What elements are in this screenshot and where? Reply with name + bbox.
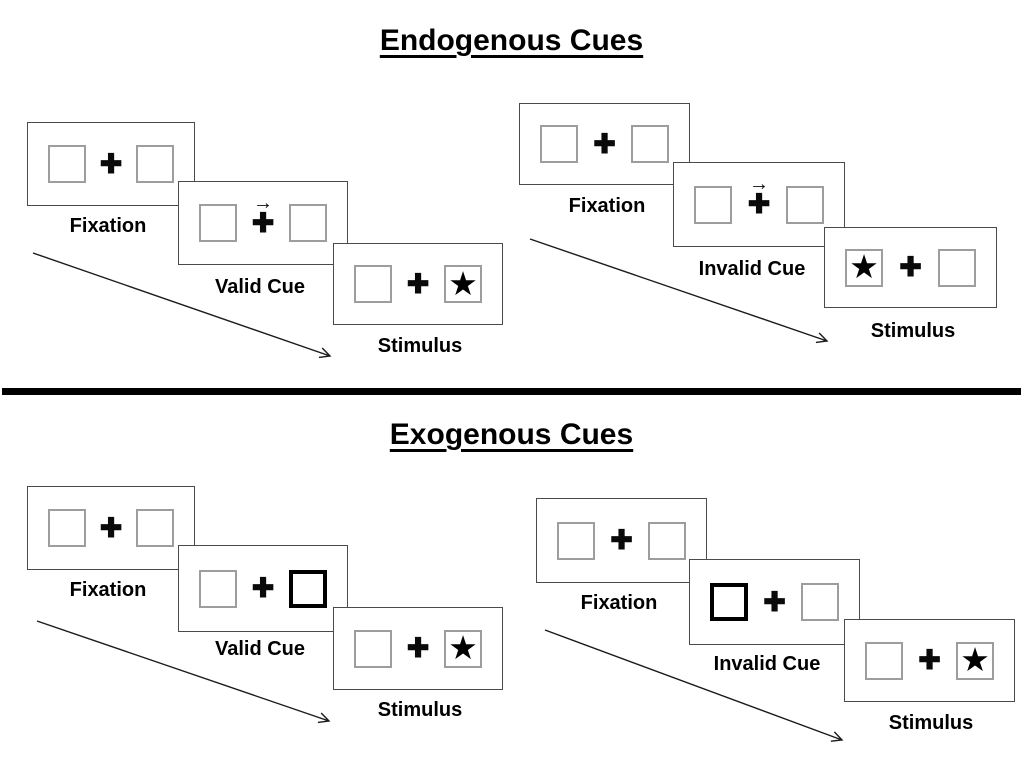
right-box (631, 125, 669, 163)
step-label-stimulus: Stimulus (377, 699, 463, 721)
left-box (865, 641, 903, 680)
left-box (199, 204, 237, 242)
fixation-cross-icon: ✚ (99, 148, 123, 179)
left-box-with-target: ★ (845, 248, 883, 287)
fixation-point: ✚ (99, 148, 123, 179)
step-label-stimulus: Stimulus (888, 712, 974, 734)
right-box (136, 509, 174, 547)
right-box (289, 204, 327, 242)
left-box (48, 509, 86, 547)
fixation-point: → ✚ (251, 193, 275, 238)
right-arrow-cue-icon: → (253, 191, 273, 214)
fixation-point: ✚ (252, 575, 275, 602)
right-arrow-cue-icon: → (749, 173, 769, 195)
right-box (648, 521, 686, 560)
right-box-with-target: ★ (444, 629, 482, 668)
left-box (48, 145, 86, 183)
endogenous-valid-cue-card: → ✚ (178, 181, 348, 265)
fixation-cross-icon: ✚ (406, 268, 430, 299)
fixation-point: ✚ (610, 527, 633, 554)
fixation-point: ✚ (406, 268, 430, 299)
star-target-icon: ★ (448, 264, 478, 302)
left-box (354, 629, 392, 668)
step-label-fixation: Fixation (568, 195, 646, 217)
step-label-invalid-cue: Invalid Cue (698, 258, 806, 280)
left-box (199, 569, 237, 608)
left-box (694, 185, 732, 224)
fixation-point: ✚ (918, 647, 941, 674)
exogenous-valid-cue-card: ✚ (178, 545, 348, 632)
fixation-point: ✚ (763, 586, 786, 617)
right-box-with-target: ★ (956, 641, 994, 680)
right-box (801, 583, 839, 621)
step-label-valid-cue: Valid Cue (214, 638, 306, 660)
left-box-thick-cue (710, 583, 748, 621)
star-target-icon: ★ (960, 641, 990, 678)
endogenous-valid-fixation-card: ✚ (27, 122, 195, 206)
endogenous-invalid-stimulus-card: ★ ✚ (824, 227, 997, 308)
fixation-point: ✚ (593, 128, 616, 159)
fixation-cross-icon: ✚ (610, 525, 633, 555)
fixation-point: ✚ (407, 635, 430, 662)
step-label-fixation: Fixation (69, 215, 147, 237)
section-title-endogenous: Endogenous Cues (379, 24, 644, 57)
star-target-icon: ★ (849, 248, 879, 285)
timeline-arrow-endogenous-invalid (529, 238, 829, 344)
exogenous-invalid-stimulus-card: ✚ ★ (844, 619, 1015, 702)
timeline-arrow-exogenous-valid (36, 620, 331, 724)
fixation-cross-icon: ✚ (406, 633, 430, 663)
exogenous-invalid-cue-card: ✚ (689, 559, 860, 645)
fixation-point: → ✚ (747, 174, 771, 219)
right-box (786, 185, 824, 224)
fixation-point: ✚ (899, 254, 922, 281)
right-box (136, 145, 174, 183)
endogenous-invalid-cue-card: → ✚ (673, 162, 845, 247)
step-label-stimulus: Stimulus (377, 335, 463, 357)
left-box (354, 265, 392, 303)
right-box-thick-cue (289, 569, 327, 608)
fixation-cross-icon: ✚ (251, 207, 275, 238)
left-box (540, 125, 578, 163)
fixation-cross-icon: ✚ (918, 645, 941, 675)
step-label-fixation: Fixation (580, 592, 658, 614)
exogenous-valid-stimulus-card: ✚ ★ (333, 607, 503, 690)
left-box (557, 521, 595, 560)
step-label-fixation: Fixation (69, 579, 147, 601)
step-label-invalid-cue: Invalid Cue (713, 653, 821, 675)
endogenous-valid-stimulus-card: ✚ ★ (333, 243, 503, 325)
fixation-cross-icon: ✚ (593, 128, 616, 159)
fixation-cross-icon: ✚ (763, 586, 786, 617)
section-divider (2, 388, 1021, 395)
timeline-arrow-exogenous-invalid (544, 629, 844, 742)
fixation-cross-icon: ✚ (251, 573, 275, 603)
exogenous-invalid-fixation-card: ✚ (536, 498, 707, 583)
endogenous-invalid-fixation-card: ✚ (519, 103, 690, 185)
fixation-cross-icon: ✚ (899, 252, 922, 282)
step-label-valid-cue: Valid Cue (214, 276, 306, 298)
right-box-with-target: ★ (444, 265, 482, 303)
timeline-arrow-endogenous-valid (32, 252, 332, 359)
fixation-cross-icon: ✚ (99, 512, 123, 543)
fixation-point: ✚ (99, 512, 123, 543)
section-title-exogenous: Exogenous Cues (389, 418, 634, 451)
right-box (938, 248, 976, 287)
star-target-icon: ★ (448, 629, 478, 666)
step-label-stimulus: Stimulus (870, 320, 956, 342)
fixation-cross-icon: ✚ (747, 189, 771, 219)
exogenous-valid-fixation-card: ✚ (27, 486, 195, 570)
